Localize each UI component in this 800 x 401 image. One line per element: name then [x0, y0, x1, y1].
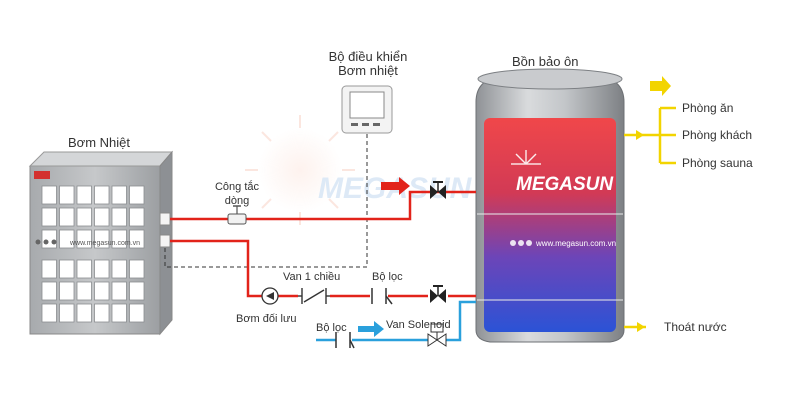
fan-grid-cell: [129, 185, 145, 205]
fan-grid-cell: [94, 259, 110, 279]
flow-switch-label-line2: dòng: [224, 195, 250, 207]
output-label-dining: Phòng ăn: [682, 101, 734, 115]
return-filter-icon: [371, 288, 393, 305]
fan-grid-cell: [129, 281, 145, 301]
heat-pump-unit: www.megasun.com.vn: [28, 150, 174, 336]
fan-grid-cell: [129, 259, 145, 279]
fan-grid-cell: [94, 303, 110, 323]
output-label-living: Phòng khách: [682, 128, 753, 142]
fan-grid-cell: [111, 185, 127, 205]
fan-grid-cell: [41, 207, 57, 227]
output-label-sauna: Phòng sauna: [682, 156, 753, 170]
flow-switch-label: Công tắc dòng: [200, 180, 274, 208]
flow-switch-icon: [227, 205, 247, 225]
fan-grid-cell: [41, 185, 57, 205]
inlet-filter-label: Bộ lọc: [316, 322, 347, 334]
fan-grid-cell: [129, 229, 145, 249]
cold-flow-arrow: [358, 321, 384, 337]
fan-grid-cell: [59, 303, 75, 323]
heat-pump-fan-grid: [41, 185, 145, 323]
fan-grid-cell: [41, 303, 57, 323]
fan-grid-cell: [94, 207, 110, 227]
solenoid-valve-label: Van Solenoid: [386, 319, 451, 331]
fan-grid-cell: [59, 185, 75, 205]
fan-grid-cell: [94, 229, 110, 249]
fan-grid-cell: [59, 207, 75, 227]
fan-grid-cell: [94, 185, 110, 205]
circulation-pump-icon: [261, 287, 279, 305]
controller-label-line2: Bơm nhiệt: [338, 63, 398, 78]
fan-grid-cell: [76, 259, 92, 279]
output-arrows: [636, 76, 671, 332]
drain-label: Thoát nước: [664, 320, 727, 334]
fan-grid-cell: [111, 259, 127, 279]
heat-pump-brand-text: www.megasun.com.vn: [69, 240, 140, 247]
controller-label-line1: Bộ điều khiển: [328, 49, 408, 64]
fan-grid-cell: [41, 229, 57, 249]
tank-brand-logo: MEGASUN: [516, 174, 614, 195]
fan-grid-cell: [76, 185, 92, 205]
cold-inlet-pipe: [316, 300, 476, 342]
check-valve-icon: [298, 288, 330, 304]
return-valve-icon: [430, 285, 446, 303]
fan-grid-cell: [59, 259, 75, 279]
circulation-pump-label: Bơm đối lưu: [236, 313, 297, 325]
heat-pump-logo: [34, 171, 50, 179]
fan-grid-cell: [76, 281, 92, 301]
tank-inlet-valve-icon: [430, 181, 446, 199]
control-wiring: [164, 134, 368, 268]
output-distribution: [624, 106, 676, 329]
check-valve-label: Van 1 chiều: [283, 271, 341, 283]
flow-switch-label-line1: Công tắc: [214, 181, 260, 193]
tank-website: www.megasun.com.vn: [535, 239, 616, 248]
fan-grid-cell: [129, 207, 145, 227]
fan-grid-cell: [111, 281, 127, 301]
fan-grid-cell: [94, 281, 110, 301]
hot-flow-arrow: [381, 177, 410, 195]
fan-grid-cell: [59, 229, 75, 249]
fan-grid-cell: [41, 281, 57, 301]
return-pipe: [170, 239, 476, 298]
fan-grid-cell: [76, 303, 92, 323]
controller-label: Bộ điều khiển Bơm nhiệt: [318, 50, 418, 78]
inlet-filter-icon: [335, 332, 355, 349]
return-filter-label: Bộ lọc: [372, 271, 403, 283]
outflow-arrow: [650, 76, 671, 96]
fan-grid-cell: [76, 207, 92, 227]
fan-grid-cell: [76, 229, 92, 249]
fan-grid-cell: [111, 229, 127, 249]
fan-grid-cell: [59, 281, 75, 301]
fan-grid-cell: [41, 259, 57, 279]
fan-grid-cell: [111, 207, 127, 227]
fan-grid-cell: [129, 303, 145, 323]
solenoid-valve-icon: [427, 323, 447, 347]
controller-device: [341, 85, 393, 134]
storage-tank: MEGASUN www.megasun.com.vn: [475, 68, 625, 343]
heat-pump-label: Bơm Nhiệt: [68, 135, 130, 150]
tank-label: Bồn bảo ôn: [512, 54, 579, 69]
fan-grid-cell: [111, 303, 127, 323]
